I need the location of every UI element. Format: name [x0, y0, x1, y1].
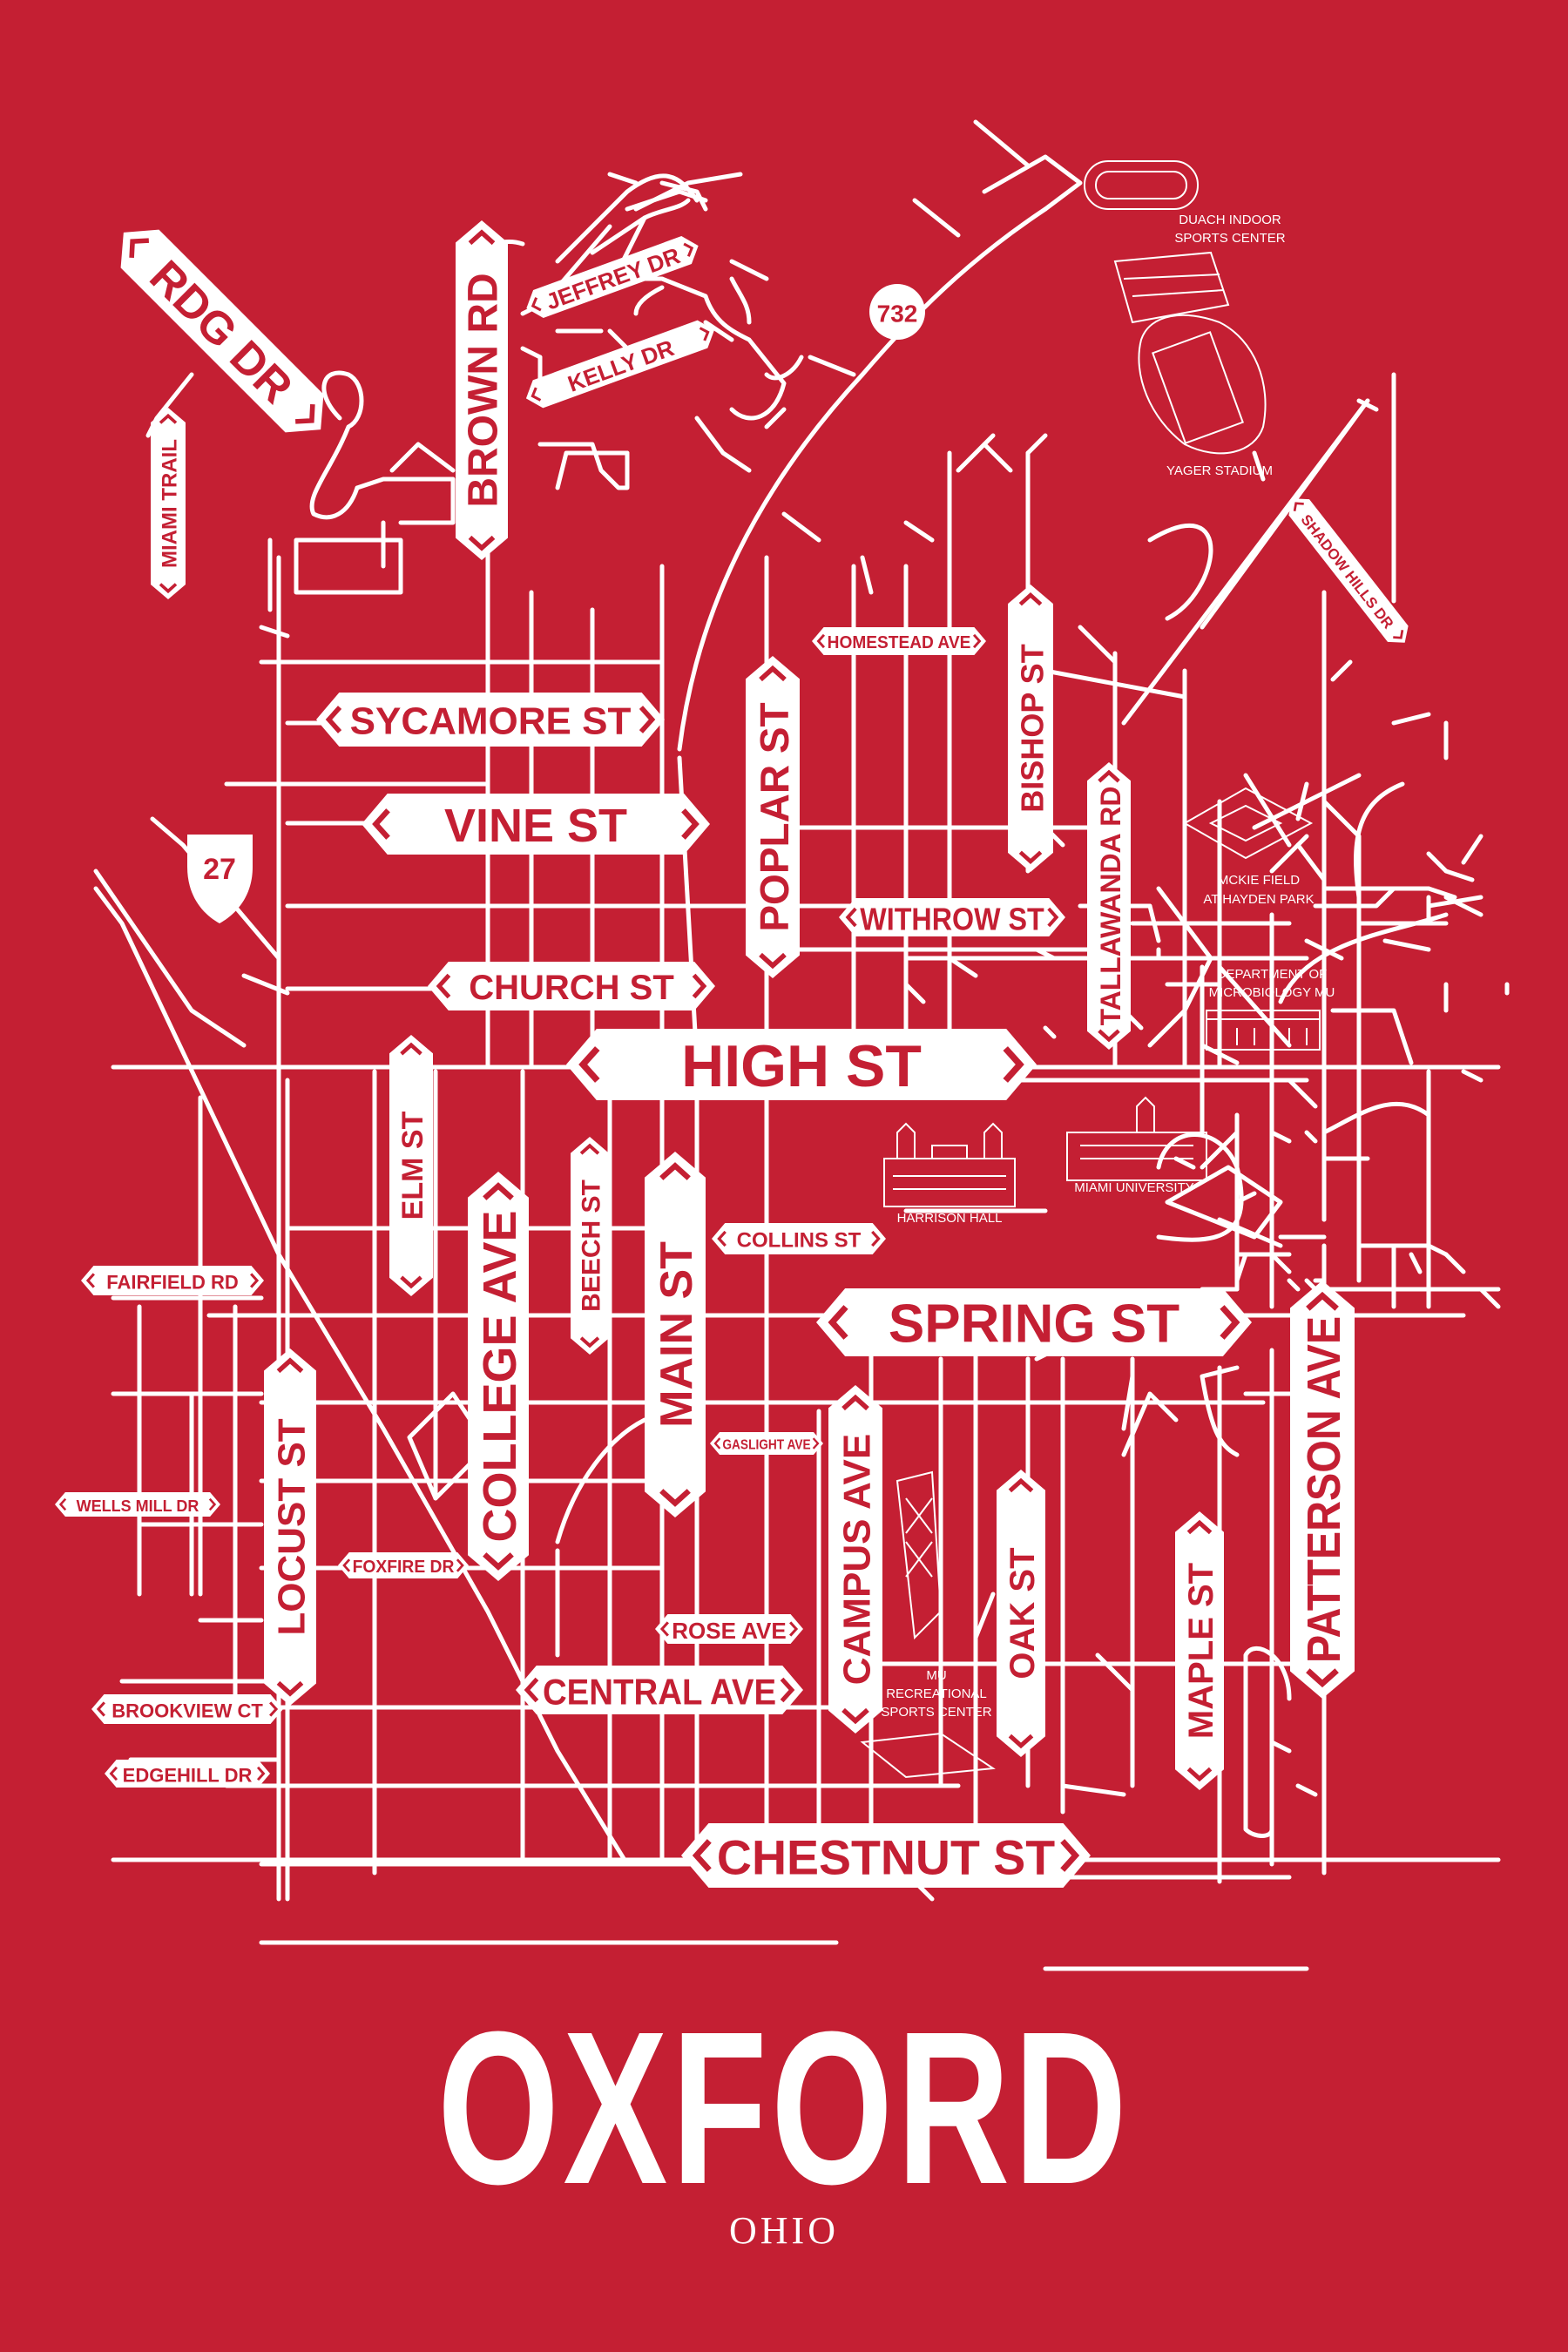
landmark-mckie-field: MCKIE FIELD AT HAYDEN PARK: [1182, 787, 1315, 907]
street-signs: RDG DR MIAMI TRAIL BROWN RD JEFFREY DRKELLY…: [55, 220, 1409, 1888]
state-subtitle: OHIO: [729, 2209, 839, 2252]
street-sign-fairfield-rd: FAIRFIELD RD: [81, 1266, 264, 1295]
mckie-label-2: AT HAYDEN PARK: [1203, 892, 1314, 907]
micro-label-2: MICROBIOLOGY MU: [1209, 985, 1335, 1000]
street-sign-oak-st: OAK ST: [997, 1470, 1045, 1757]
street-sign-high-st: HIGH ST: [566, 1029, 1037, 1100]
street-label-rose-ave: ROSE AVE: [672, 1618, 786, 1644]
street-label-poplar-st: POPLAR ST: [752, 702, 797, 931]
street-label-church-st: CHURCH ST: [469, 969, 674, 1007]
street-label-spring-st: SPRING ST: [889, 1294, 1179, 1355]
street-label-sycamore-st: SYCAMORE ST: [350, 700, 632, 743]
street-sign-gaslight-ave: GASLIGHT AVE: [710, 1432, 823, 1455]
street-sign-main-st: MAIN ST: [645, 1152, 706, 1517]
street-label-oak-st: OAK ST: [1004, 1547, 1042, 1679]
street-label-central-ave: CENTRAL AVE: [543, 1672, 776, 1713]
street-label-wells-mill-dr: WELLS MILL DR: [77, 1497, 199, 1515]
street-label-main-st: MAIN ST: [652, 1241, 702, 1428]
goggin-label-1: DUACH INDOOR: [1179, 213, 1281, 227]
street-sign-college-ave: COLLEGE AVE: [468, 1172, 529, 1581]
landmark-miami-university: MIAMI UNIVERSITY: [1066, 1096, 1207, 1195]
street-label-fairfield-rd: FAIRFIELD RD: [106, 1272, 239, 1294]
city-title: OXFORD: [437, 1986, 1131, 2229]
street-label-rdg-dr: RDG DR: [140, 251, 302, 413]
street-sign-foxfire-dr: FOXFIRE DR: [338, 1552, 469, 1578]
street-sign-collins-st: COLLINS ST: [712, 1223, 886, 1254]
street-sign-rose-ave: ROSE AVE: [655, 1614, 803, 1644]
street-label-bishop-st: BISHOP ST: [1015, 644, 1051, 812]
street-label-miami-trail: MIAMI TRAIL: [159, 439, 182, 568]
street-label-gaslight-ave: GASLIGHT AVE: [722, 1438, 811, 1453]
street-sign-beech-st: BEECH ST: [571, 1137, 609, 1355]
street-sign-brookview-ct: BROOKVIEW CT: [91, 1694, 283, 1724]
harrison-hall-label: HARRISON HALL: [897, 1211, 1003, 1226]
landmark-microbiology: DEPARTMENT OF MICROBIOLOGY MU: [1206, 967, 1335, 1051]
street-label-vine-st: VINE ST: [444, 800, 627, 852]
street-sign-bishop-st: BISHOP ST: [1008, 585, 1053, 872]
street-label-tallawanda-rd: TALLAWANDA RD: [1095, 787, 1126, 1026]
street-label-locust-st: LOCUST ST: [271, 1418, 314, 1635]
street-sign-maple-st: MAPLE ST: [1175, 1511, 1224, 1790]
oh-732-shield: 732: [869, 284, 925, 340]
us-27-label: 27: [203, 853, 236, 886]
street-sign-chestnut-st: CHESTNUT ST: [681, 1823, 1091, 1888]
street-sign-elm-st: ELM ST: [389, 1035, 433, 1296]
rec-label-3: SPORTS CENTER: [881, 1705, 991, 1720]
street-label-chestnut-st: CHESTNUT ST: [717, 1830, 1055, 1885]
street-sign-miami-trail: MIAMI TRAIL: [151, 408, 186, 599]
street-sign-spring-st: SPRING ST: [816, 1288, 1252, 1356]
street-label-campus-ave: CAMPUS AVE: [836, 1434, 879, 1685]
street-sign-poplar-st: POPLAR ST: [746, 656, 800, 978]
street-sign-church-st: CHURCH ST: [428, 962, 715, 1010]
street-sign-tallawanda-rd: TALLAWANDA RD: [1087, 762, 1131, 1050]
yager-label: YAGER STADIUM: [1166, 463, 1273, 478]
street-sign-vine-st: VINE ST: [362, 794, 710, 855]
landmark-goggin-track: DUACH INDOOR SPORTS CENTER: [1084, 160, 1286, 324]
street-label-patterson-ave: PATTERSON AVE: [1298, 1316, 1350, 1663]
street-label-shadow-hills-dr: SHADOW HILLS DR: [1298, 511, 1397, 632]
street-sign-edgehill-dr: EDGEHILL DR: [105, 1760, 270, 1788]
miami-university-label: MIAMI UNIVERSITY: [1074, 1180, 1194, 1195]
street-sign-kelly-dr: KELLY DR: [525, 320, 715, 409]
street-sign-patterson-ave: PATTERSON AVE: [1290, 1281, 1355, 1699]
micro-label-1: DEPARTMENT OF: [1217, 967, 1328, 982]
street-sign-homestead-ave: HOMESTEAD AVE: [812, 627, 986, 655]
mckie-label-1: MCKIE FIELD: [1218, 873, 1300, 888]
street-label-withrow-st: WITHROW ST: [860, 902, 1044, 937]
street-sign-brown-rd: BROWN RD: [456, 220, 508, 560]
street-label-brown-rd: BROWN RD: [461, 273, 507, 507]
goggin-label-2: SPORTS CENTER: [1174, 231, 1285, 246]
street-label-collins-st: COLLINS ST: [737, 1229, 862, 1253]
street-sign-sycamore-st: SYCAMORE ST: [316, 693, 665, 747]
street-label-foxfire-dr: FOXFIRE DR: [353, 1558, 455, 1577]
landmark-rec-center: MU RECREATIONAL SPORTS CENTER: [860, 1470, 996, 1779]
street-sign-central-ave: CENTRAL AVE: [516, 1666, 803, 1714]
street-label-beech-st: BEECH ST: [578, 1179, 606, 1312]
us-27-shield: 27: [187, 835, 253, 923]
street-label-homestead-ave: HOMESTEAD AVE: [828, 633, 971, 652]
street-label-maple-st: MAPLE ST: [1182, 1563, 1220, 1739]
landmark-harrison-hall: HARRISON HALL: [883, 1122, 1016, 1226]
street-sign-wells-mill-dr: WELLS MILL DR: [55, 1492, 220, 1517]
street-label-college-ave: COLLEGE AVE: [474, 1210, 526, 1542]
street-sign-locust-st: LOCUST ST: [264, 1348, 316, 1706]
oh-732-label: 732: [877, 301, 918, 328]
street-sign-rdg-dr: RDG DR: [120, 229, 324, 433]
street-label-elm-st: ELM ST: [396, 1111, 429, 1220]
street-label-high-st: HIGH ST: [681, 1033, 922, 1099]
rec-label-2: RECREATIONAL: [886, 1686, 987, 1701]
landmark-yager-stadium: YAGER STADIUM: [1138, 314, 1273, 478]
street-sign-withrow-st: WITHROW ST: [839, 898, 1065, 937]
street-label-edgehill-dr: EDGEHILL DR: [123, 1765, 253, 1787]
street-sign-campus-ave: CAMPUS AVE: [828, 1385, 882, 1734]
rec-label-1: MU: [926, 1668, 946, 1683]
street-sign-jeffrey-dr: JEFFREY DR: [526, 236, 699, 318]
street-label-brookview-ct: BROOKVIEW CT: [112, 1700, 263, 1722]
